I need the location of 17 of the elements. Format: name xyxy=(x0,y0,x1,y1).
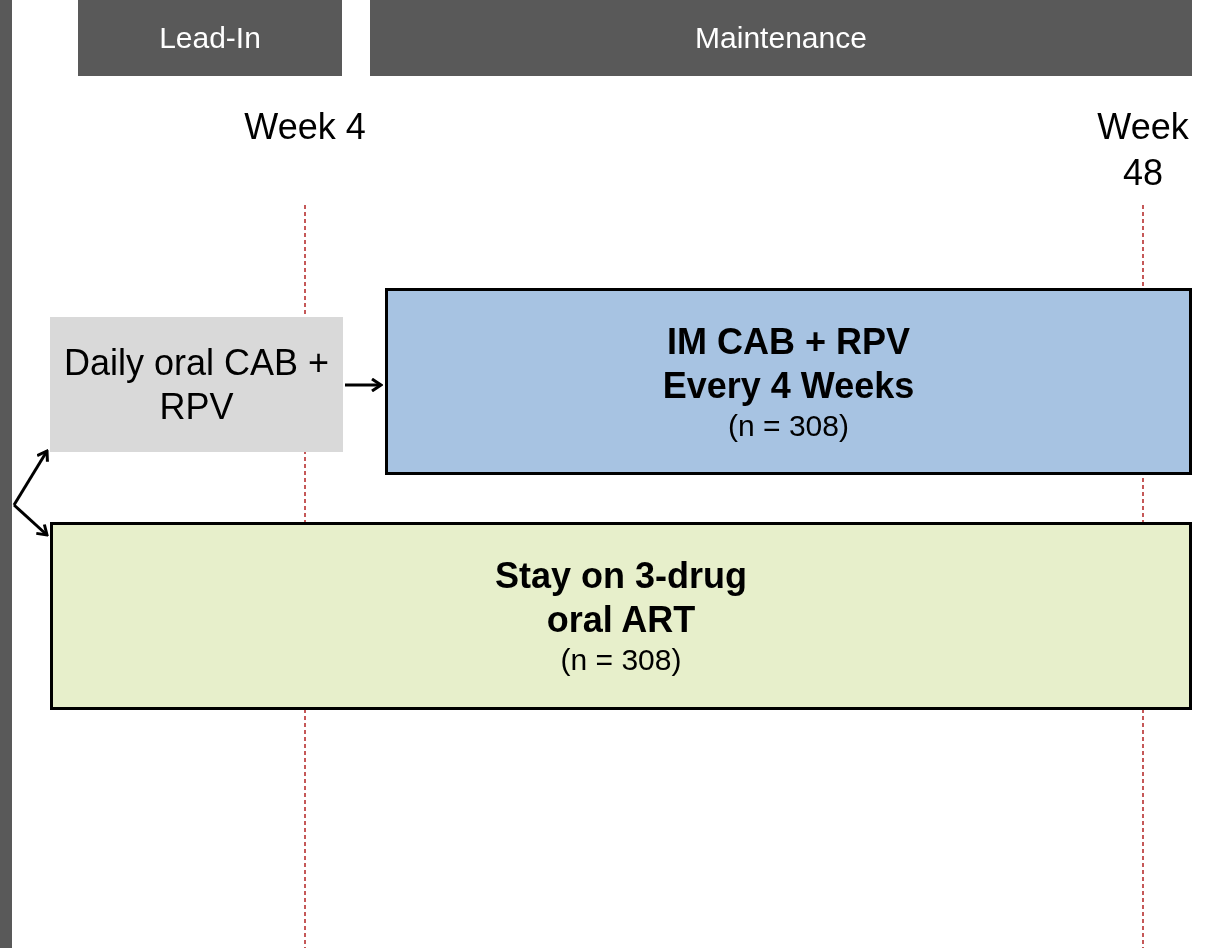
phase-band xyxy=(370,0,1192,76)
sample-size: (n = 308) xyxy=(560,642,682,678)
treatment-arm-box xyxy=(385,288,1192,475)
week-marker: Week 48 xyxy=(1096,105,1190,195)
sample-size: (n = 308) xyxy=(728,407,849,444)
arm-title: IM CAB + RPV Every 4 Weeks xyxy=(661,319,916,408)
phase-label: Lead-In xyxy=(159,20,261,56)
arrow xyxy=(12,449,49,506)
week-marker: Week 4 xyxy=(243,105,367,149)
arrow xyxy=(345,377,383,393)
arm-title: Stay on 3-drug oral ART xyxy=(494,554,748,642)
phase-label: Maintenance xyxy=(695,20,867,56)
arrow xyxy=(13,503,49,537)
phase-band xyxy=(78,0,342,76)
treatment-arm-box xyxy=(50,522,1192,710)
treatment-text: Daily oral CAB + RPV xyxy=(62,340,331,429)
treatment-box xyxy=(50,317,343,452)
